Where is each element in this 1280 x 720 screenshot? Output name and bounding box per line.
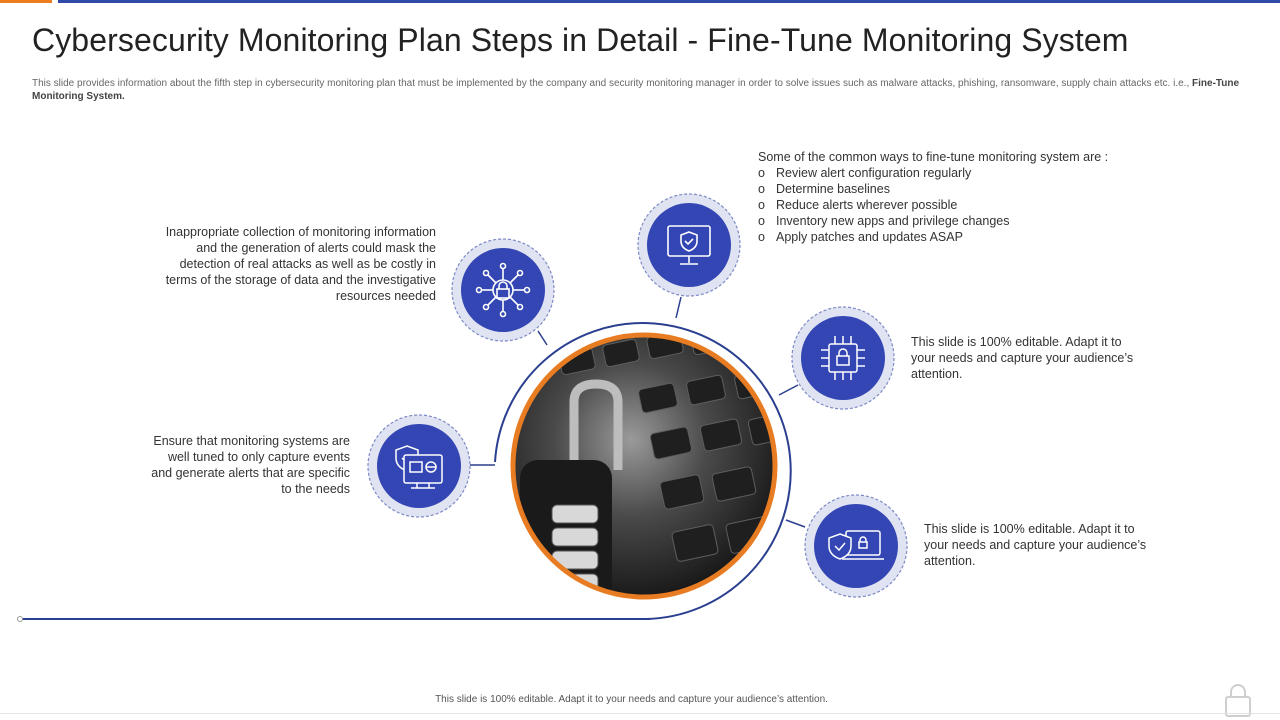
shield-card-icon: [367, 414, 471, 518]
tip-text: Apply patches and updates ASAP: [776, 230, 963, 244]
editable-text-1: This slide is 100% editable. Adapt it to…: [911, 335, 1134, 381]
tip-text: Inventory new apps and privilege changes: [776, 214, 1010, 228]
tip-bullet: o: [758, 214, 765, 228]
tips-block: Some of the common ways to fine-tune mon…: [758, 149, 1158, 245]
tip-text: Reduce alerts wherever possible: [776, 198, 958, 212]
network-lock-icon: [451, 238, 555, 342]
chip-lock-icon: [791, 306, 895, 410]
ensure-text: Ensure that monitoring systems are well …: [151, 434, 350, 496]
footer-note: This slide is 100% editable. Adapt it to…: [435, 694, 828, 705]
tip-bullet: o: [758, 166, 765, 180]
top-accent-blue: [58, 0, 1280, 3]
list-item: o Review alert configuration regularly: [758, 165, 1158, 181]
subtitle-text: This slide provides information about th…: [32, 78, 1193, 89]
list-item: o Apply patches and updates ASAP: [758, 229, 1158, 245]
baseline-dot: [17, 616, 23, 622]
page-subtitle: This slide provides information about th…: [32, 78, 1247, 103]
tip-bullet: o: [758, 230, 765, 244]
laptop-shield-icon: [804, 494, 908, 598]
tip-text: Review alert configuration regularly: [776, 166, 972, 180]
connectors: [470, 296, 806, 528]
padlock-photo: [510, 332, 778, 600]
editable-text-2: This slide is 100% editable. Adapt it to…: [924, 522, 1147, 568]
inappropriate-text: Inappropriate collection of monitoring i…: [165, 225, 436, 303]
page-title: Cybersecurity Monitoring Plan Steps in D…: [32, 22, 1129, 58]
list-item: o Determine baselines: [758, 181, 1158, 197]
footer-rule: [0, 713, 1280, 714]
tips-heading: Some of the common ways to fine-tune mon…: [758, 150, 1109, 164]
corner-lock-icon: [1225, 684, 1251, 717]
monitor-shield-icon: [637, 193, 741, 297]
list-item: o Inventory new apps and privilege change…: [758, 213, 1158, 229]
tip-bullet: o: [758, 198, 765, 212]
list-item: o Reduce alerts wherever possible: [758, 197, 1158, 213]
top-accent-orange: [0, 0, 52, 3]
outer-arc: [494, 322, 792, 620]
tip-bullet: o: [758, 182, 765, 196]
tip-text: Determine baselines: [776, 182, 890, 196]
subtitle-emphasis: Fine-Tune Monitoring System.: [32, 78, 1240, 102]
